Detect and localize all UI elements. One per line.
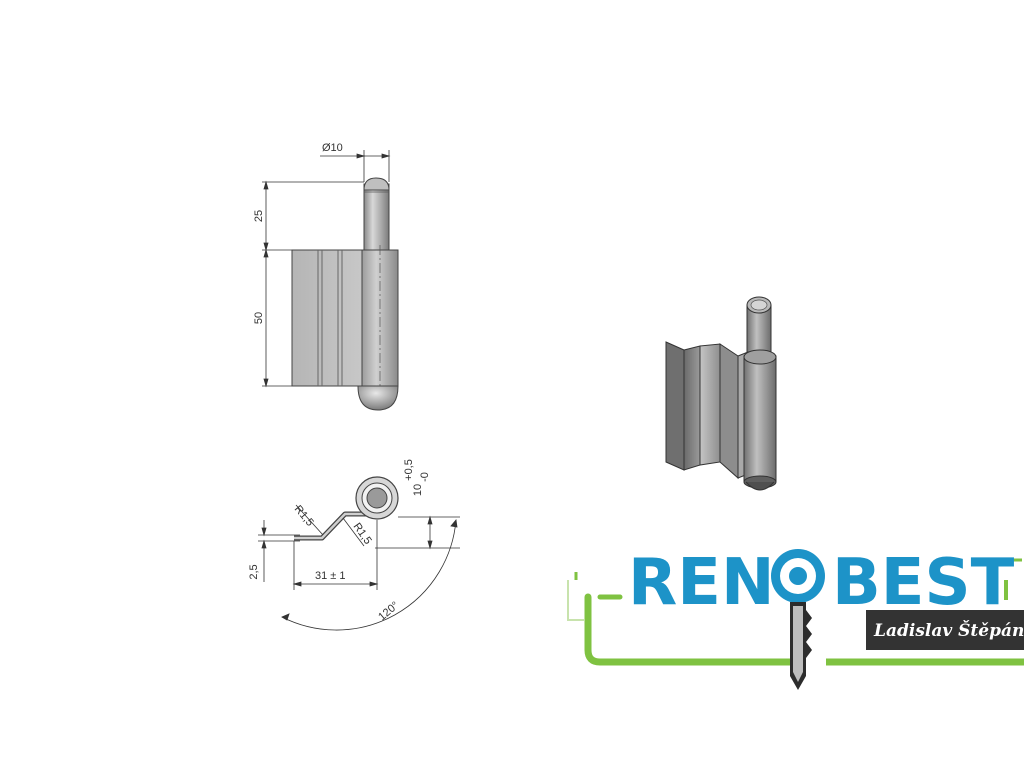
renobest-logo: REN BEST Ladislav Štěpán — [567, 546, 1024, 690]
offset-label: 10 — [412, 484, 424, 496]
thickness-label: 2,5 — [248, 564, 260, 579]
diameter-label: Ø10 — [322, 142, 343, 154]
iso-leaf-edge — [665, 341, 685, 471]
hinge-pin — [363, 177, 390, 253]
radius-upper-label: R1,5 — [292, 503, 316, 529]
iso-view — [665, 296, 777, 491]
key-icon — [771, 549, 825, 690]
logo-frame-left — [584, 593, 794, 666]
pin-section — [366, 487, 388, 509]
logo-text-left: REN — [628, 546, 775, 620]
leaf-width-label: 31 ± 1 — [315, 570, 346, 582]
top-view: R1,5 R1,5 10 +0,5 -0 2,5 — [248, 459, 460, 631]
iso-knuckle — [743, 349, 777, 491]
offset-tol-upper: +0,5 — [403, 459, 415, 481]
diameter-dimension — [320, 150, 391, 182]
pin-length-dimension — [262, 180, 364, 252]
angle-label: 120° — [376, 599, 401, 623]
logo-subtitle: Ladislav Štěpán — [873, 620, 1024, 641]
thickness-dimension — [258, 520, 300, 582]
pin-length-label: 25 — [253, 210, 265, 222]
hinge-cap — [357, 385, 399, 411]
logo-subtitle-box — [866, 610, 1024, 650]
hinge-knuckle — [361, 245, 399, 395]
offset-dimension — [375, 515, 460, 550]
front-view: Ø10 25 50 — [253, 142, 399, 411]
leaf-height-label: 50 — [253, 312, 265, 324]
radius-lower-label: R1,5 — [351, 521, 374, 547]
logo-text-right: BEST — [832, 546, 1015, 620]
offset-tol-lower: -0 — [419, 472, 431, 482]
angle-dimension — [281, 519, 458, 631]
leaf-height-dimension — [262, 248, 292, 388]
leaf-width-dimension — [292, 520, 379, 590]
hinge-leaf — [291, 249, 365, 387]
